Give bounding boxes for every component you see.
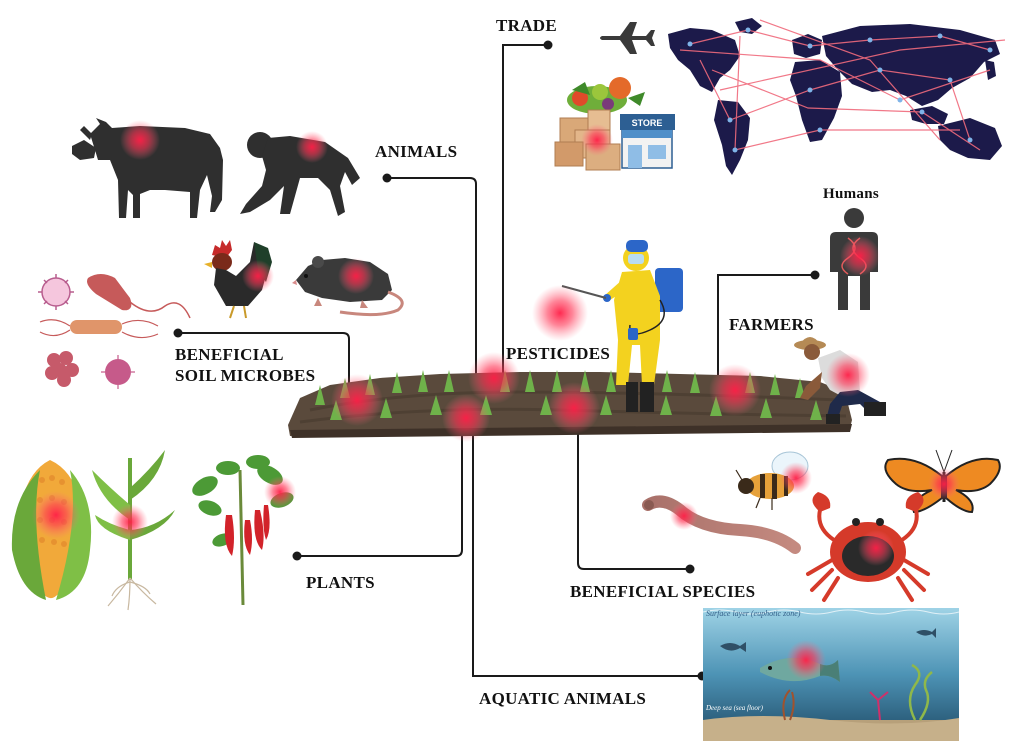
glow-store — [581, 124, 613, 156]
aquatic-animals-label: AQUATIC ANIMALS — [479, 689, 646, 709]
humans-label: Humans — [823, 184, 879, 204]
glow-fish — [786, 640, 826, 680]
glow-soil-4 — [548, 382, 600, 434]
ocean-floor-label: Deep sea (sea floor) — [706, 704, 763, 712]
glow-soil-3 — [442, 394, 490, 442]
glow-worm — [670, 502, 698, 530]
store-sign: STORE — [632, 118, 663, 128]
ocean-panel — [703, 608, 959, 741]
trade-label: TRADE — [496, 16, 557, 36]
plants-connector — [297, 420, 462, 556]
glow-soil-1 — [331, 374, 383, 426]
glow-human — [840, 236, 880, 276]
pesticides-label: PESTICIDES — [506, 344, 610, 364]
world-map-icon — [668, 18, 1005, 175]
soil-microbes-label-line1: BENEFICIAL — [175, 345, 284, 365]
animals-connector — [387, 178, 476, 392]
soil-microbes-label-line2: SOIL MICROBES — [175, 366, 315, 386]
virus-icon — [38, 274, 74, 310]
glow-seedling — [112, 504, 148, 540]
trade-connector — [503, 45, 548, 392]
glow-pepper — [264, 476, 296, 508]
animals-label: ANIMALS — [375, 142, 457, 162]
airplane-icon — [600, 22, 655, 54]
beneficial-species-label: BENEFICIAL SPECIES — [570, 582, 755, 602]
beneficial-species-connector — [578, 415, 690, 569]
glow-crab — [858, 530, 894, 566]
glow-soil-5 — [709, 364, 761, 416]
farmers-label: FARMERS — [729, 315, 814, 335]
glow-corn — [32, 491, 80, 539]
ocean-surface-label: Surface layer (euphotic zone) — [706, 609, 800, 618]
store-icon: STORE — [620, 114, 675, 168]
glow-spray — [532, 285, 588, 341]
glow-cow — [120, 120, 160, 160]
glow-bee — [780, 462, 812, 494]
glow-rat — [338, 258, 374, 294]
aquatic-connector — [473, 420, 702, 676]
glow-monkey — [296, 131, 328, 163]
glow-farmer — [826, 353, 870, 397]
plants-label: PLANTS — [306, 573, 375, 593]
glow-butterfly — [928, 468, 960, 500]
glow-rooster — [242, 260, 274, 292]
